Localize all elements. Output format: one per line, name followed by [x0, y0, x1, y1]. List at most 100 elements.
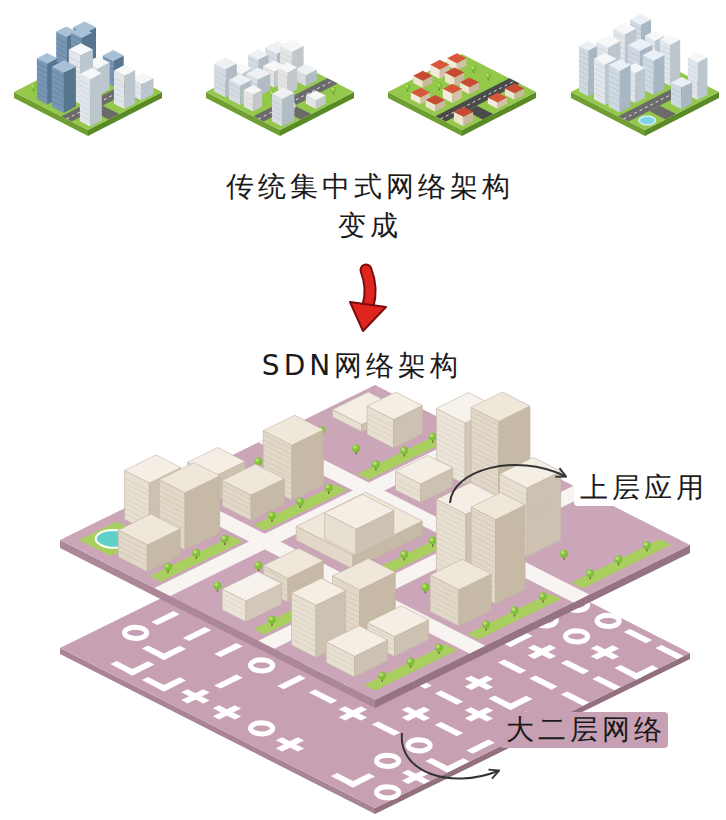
building: [263, 548, 323, 578]
building: [430, 60, 449, 70]
building: [80, 68, 102, 79]
building: [413, 71, 432, 81]
building: [295, 64, 317, 75]
window-row: [471, 523, 525, 538]
city-tile: [206, 40, 354, 136]
app-ground: [60, 385, 690, 700]
window-row: [471, 420, 530, 435]
building: [272, 88, 295, 100]
road-piece: [591, 645, 619, 659]
building: [579, 41, 597, 50]
window-row: [609, 71, 631, 77]
city-tile: [571, 14, 719, 136]
road-piece: [566, 631, 588, 642]
road-piece: [402, 707, 430, 721]
window-row: [114, 78, 135, 84]
window-row: [471, 445, 530, 460]
tree: [405, 85, 408, 88]
tree: [401, 551, 405, 555]
tree: [482, 620, 490, 628]
building: [688, 52, 708, 62]
tree: [372, 461, 380, 469]
building: [630, 14, 651, 25]
tree: [269, 512, 273, 516]
building: [426, 95, 445, 105]
tree: [437, 83, 440, 86]
window-row: [263, 454, 323, 470]
caption-label: 大二层网络: [500, 712, 668, 748]
window-row: [159, 497, 220, 514]
lane-mark: [441, 81, 515, 119]
building: [411, 88, 430, 98]
road-piece: [402, 707, 430, 721]
tree: [587, 570, 591, 574]
road-piece: [498, 659, 526, 673]
window-row: [367, 418, 422, 432]
window-row: [326, 655, 387, 671]
building: [447, 53, 466, 63]
tree: [511, 607, 519, 615]
tree: [436, 645, 440, 649]
lawn: [572, 539, 671, 588]
tree: [222, 536, 226, 540]
tree: [643, 541, 651, 549]
building: [443, 84, 462, 94]
building: [229, 74, 252, 86]
building: [671, 77, 692, 88]
tree: [353, 445, 357, 449]
window-row: [263, 459, 323, 475]
tree: [378, 672, 386, 680]
tree: [331, 88, 334, 91]
window-row: [292, 622, 346, 637]
leader-arrow: [402, 733, 498, 779]
window-row: [471, 425, 530, 440]
window-row: [118, 545, 180, 561]
tree: [429, 433, 433, 437]
window-row: [660, 45, 680, 50]
road-piece: [597, 615, 619, 626]
road-piece: [377, 755, 399, 766]
tree: [486, 74, 489, 77]
tile-ground: [388, 54, 536, 130]
tree: [193, 550, 197, 554]
road-piece: [158, 677, 186, 691]
leader-arrow: [450, 465, 565, 503]
pond: [639, 116, 656, 125]
tree: [331, 87, 337, 93]
window-row: [471, 533, 525, 548]
window-row: [292, 612, 346, 627]
road-piece: [151, 611, 179, 625]
window-row: [596, 47, 620, 53]
building: [222, 464, 284, 495]
tree: [405, 84, 411, 90]
tree: [436, 83, 442, 89]
window-row: [214, 71, 237, 77]
building: [52, 60, 76, 72]
road-piece: [126, 661, 154, 675]
building: [596, 35, 620, 47]
road-piece: [181, 689, 209, 703]
city-tile: [14, 21, 162, 136]
building: [326, 626, 387, 657]
tree: [539, 593, 547, 601]
road-piece: [466, 740, 494, 754]
tree: [268, 616, 276, 624]
road-piece: [181, 689, 209, 703]
building: [118, 514, 180, 545]
building: [613, 22, 636, 34]
road-piece: [630, 665, 658, 679]
tree: [540, 593, 544, 597]
window-row: [367, 423, 422, 437]
road-piece: [592, 676, 620, 690]
building: [278, 62, 297, 72]
road-piece: [251, 723, 273, 734]
tile-ground: [206, 54, 354, 130]
building: [460, 77, 479, 87]
road-piece: [214, 675, 242, 689]
tree: [255, 562, 259, 566]
building: [471, 392, 530, 421]
building: [660, 34, 680, 45]
road-piece: [528, 645, 556, 659]
tree: [269, 616, 273, 620]
road-piece: [276, 737, 304, 751]
